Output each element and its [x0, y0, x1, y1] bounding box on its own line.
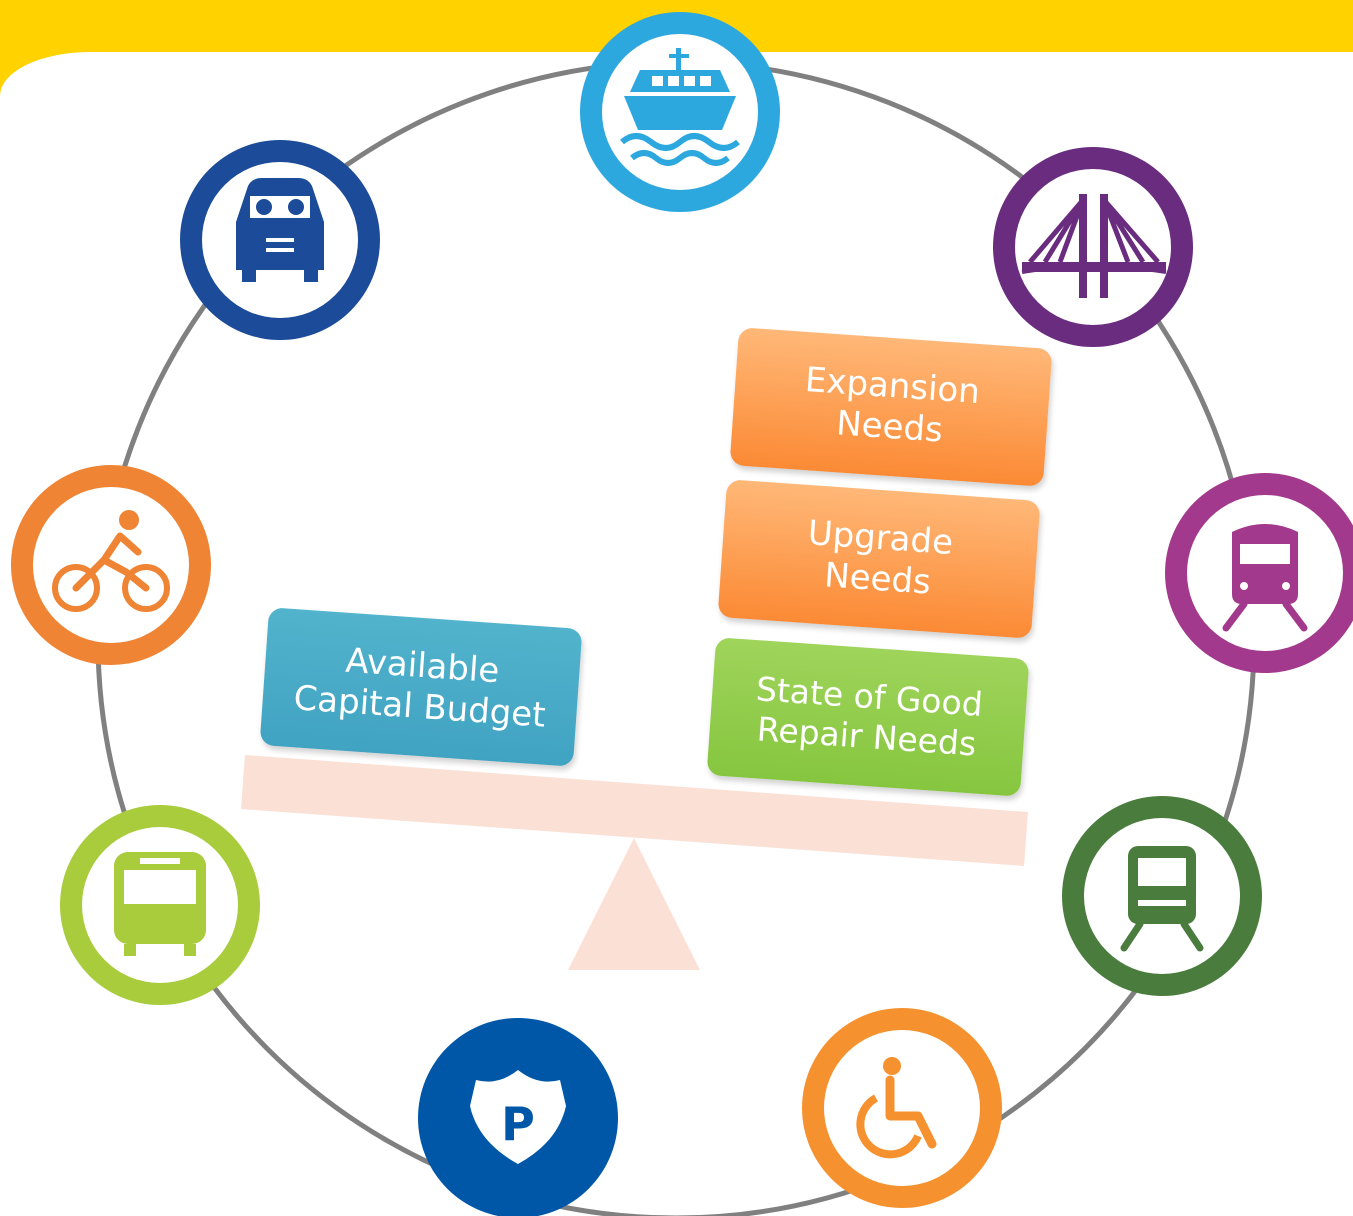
state-of-good-repair-needs-box: State of Good Repair Needs [706, 637, 1030, 797]
parking-police-icon: P [418, 1018, 618, 1216]
bus-icon [60, 805, 260, 1005]
seesaw-fulcrum [568, 838, 700, 970]
svg-text:P: P [501, 1097, 535, 1151]
available-capital-budget-label: Available Capital Budget [292, 640, 547, 736]
expansion-needs-label: Expansion Needs [803, 359, 982, 451]
available-capital-budget-box: Available Capital Budget [259, 607, 583, 767]
bicycle-icon [11, 465, 211, 665]
expansion-needs-box: Expansion Needs [729, 327, 1053, 487]
ferry-icon [580, 12, 780, 212]
light-rail-icon [1062, 796, 1262, 996]
wheelchair-icon [802, 1008, 1002, 1208]
bridge-icon [993, 147, 1193, 347]
upgrade-needs-box: Upgrade Needs [717, 479, 1041, 639]
upgrade-needs-label: Upgrade Needs [806, 512, 955, 603]
state-of-good-repair-needs-label: State of Good Repair Needs [754, 668, 985, 764]
car-icon [180, 140, 380, 340]
seesaw-plank [241, 755, 1028, 866]
commuter-rail-icon [1165, 473, 1353, 673]
